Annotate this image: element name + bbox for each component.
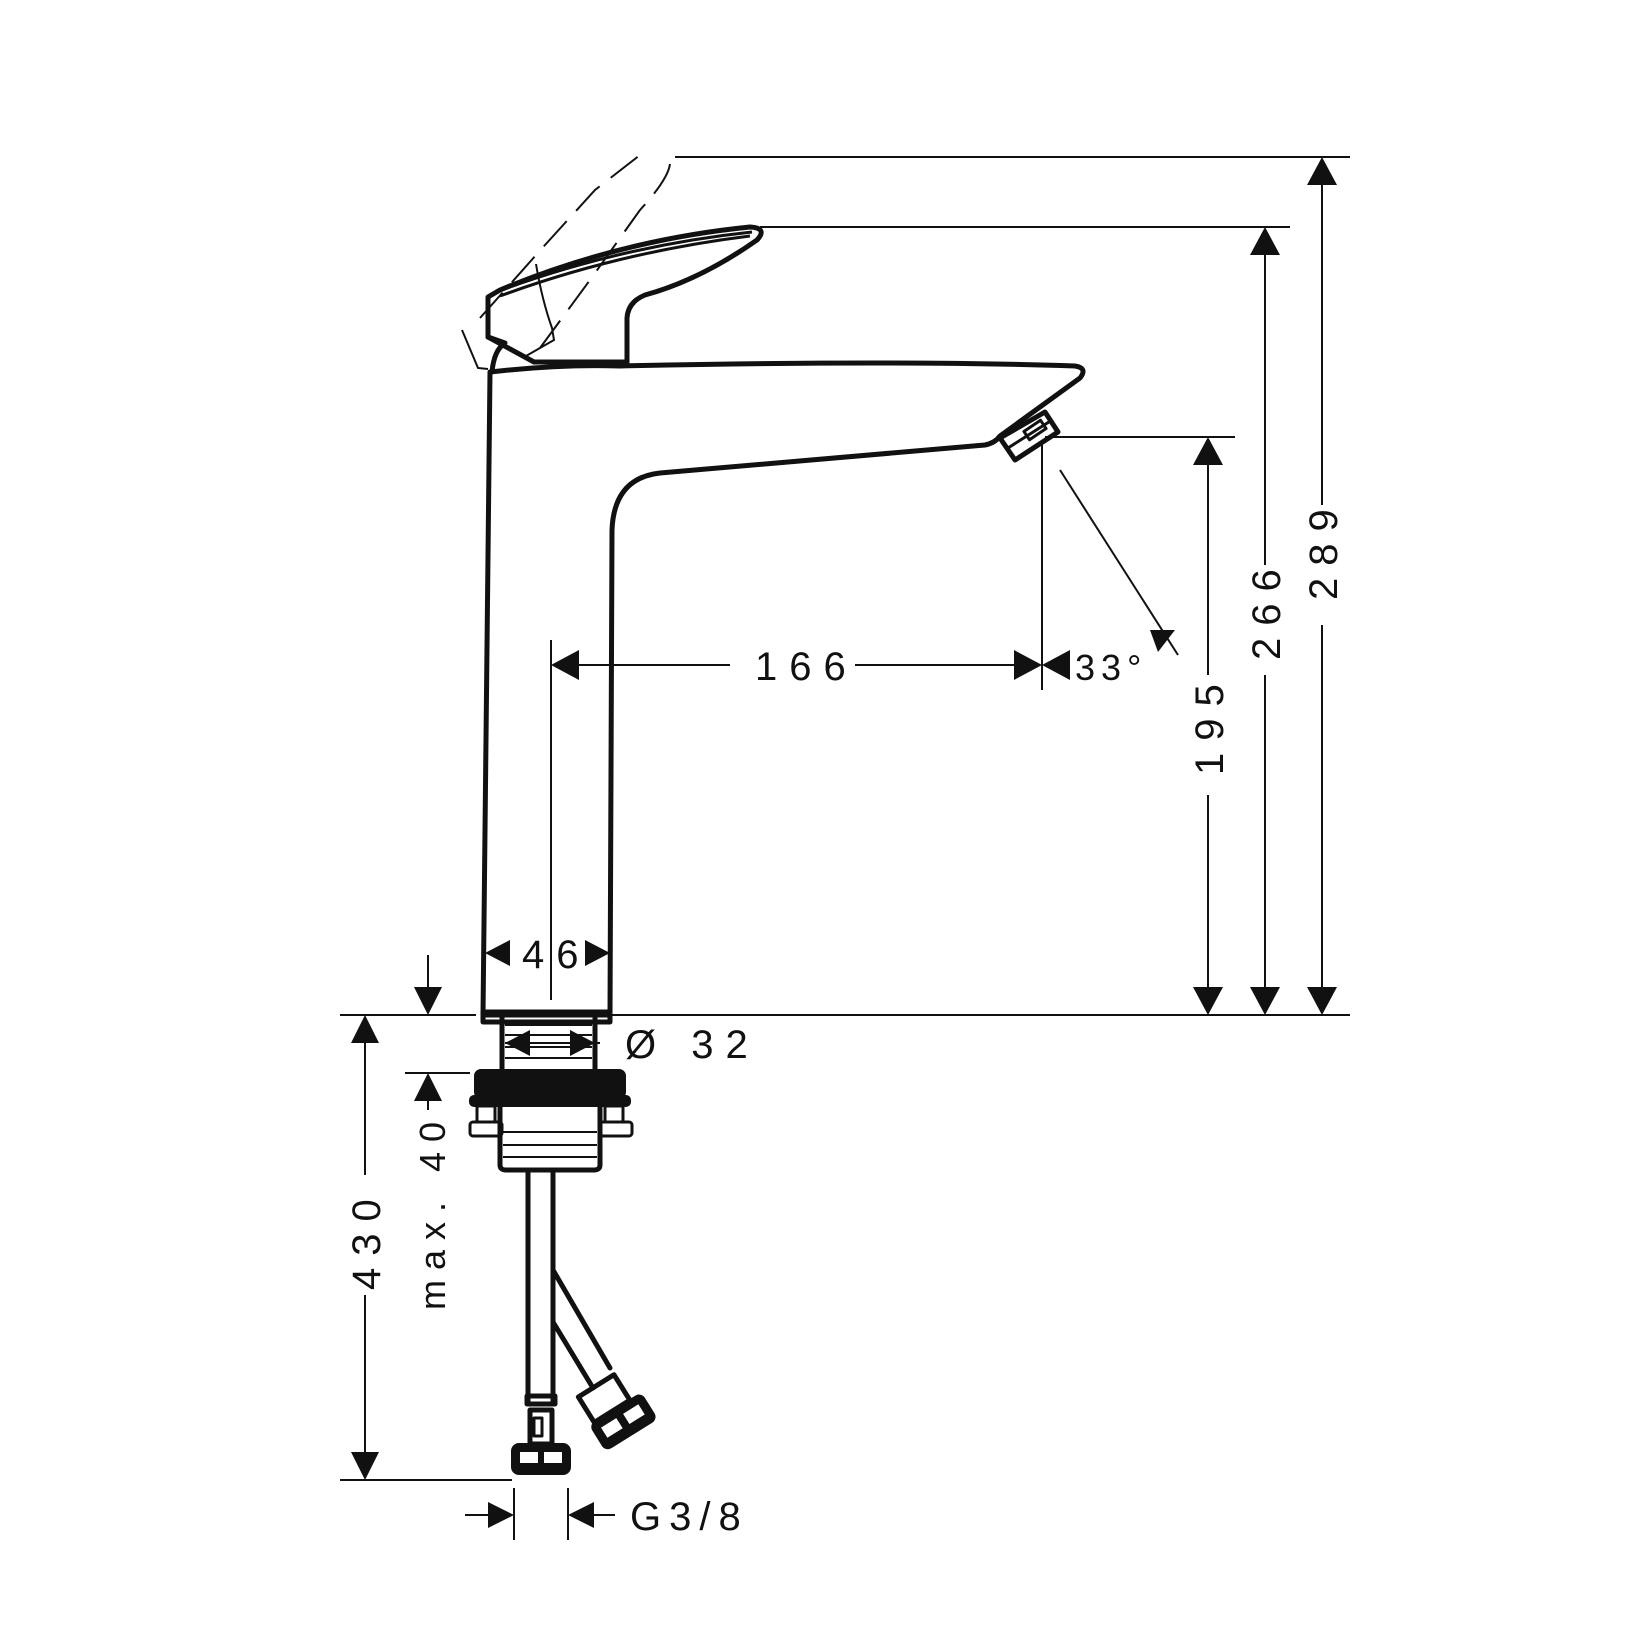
dimension-projection: 166 bbox=[551, 645, 1042, 689]
dimension-total-height: 289 bbox=[1302, 157, 1346, 1015]
faucet-body bbox=[461, 154, 1086, 1018]
extension-lines bbox=[340, 156, 1350, 1540]
shank-diameter-label: Ø 32 bbox=[625, 1023, 760, 1067]
spout-angle-label: 33° bbox=[1075, 647, 1147, 688]
dimension-spout-angle: 33° bbox=[1042, 630, 1175, 688]
dimension-body-width: 46 bbox=[485, 933, 610, 990]
total-height-label: 289 bbox=[1302, 497, 1346, 600]
dimension-spout-height: 195 bbox=[1188, 437, 1232, 1015]
dimension-hose-length: 430 bbox=[345, 1015, 389, 1480]
supply-hoses bbox=[511, 1167, 656, 1475]
spout-height-label: 195 bbox=[1188, 672, 1232, 775]
dimension-max-countertop: max. 40 bbox=[412, 955, 453, 1310]
dimension-connection-thread: G3/8 bbox=[465, 1495, 749, 1539]
dimension-handle-height: 266 bbox=[1245, 227, 1289, 1015]
aerator bbox=[997, 409, 1061, 463]
dimension-shank-diameter: Ø 32 bbox=[505, 1023, 760, 1067]
mounting-assembly bbox=[468, 1009, 634, 1173]
handle-height-label: 266 bbox=[1245, 557, 1289, 660]
projection-label: 166 bbox=[755, 645, 858, 689]
body-width-label: 46 bbox=[522, 933, 591, 977]
hose-length-label: 430 bbox=[345, 1187, 389, 1290]
connection-thread-label: G3/8 bbox=[630, 1495, 749, 1539]
max-countertop-label: max. 40 bbox=[412, 1112, 453, 1310]
